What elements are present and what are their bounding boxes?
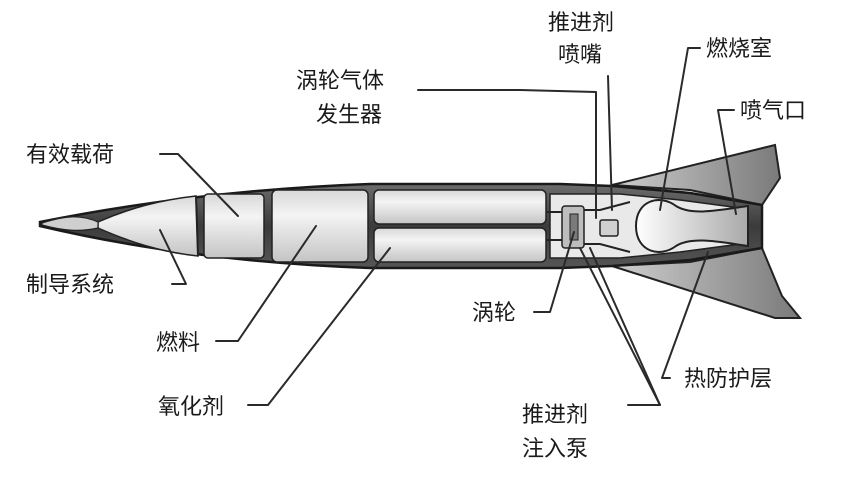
gas-generator-unit (599, 219, 619, 237)
leader-exhaust (717, 109, 737, 215)
leader-guidance (159, 229, 187, 285)
fuel-tank (271, 189, 369, 263)
label-pump-line1: 推进剂 (522, 403, 588, 428)
label-fuel: 燃料 (156, 331, 200, 356)
label-heat-shield: 热防护层 (684, 367, 772, 392)
leader-lines (159, 47, 737, 406)
leader-oxidizer (247, 247, 391, 406)
leader-fuel (215, 225, 317, 342)
label-pump-line2: 注入泵 (522, 437, 588, 462)
leader-propellant-nozzle (607, 75, 613, 211)
upper-fin (611, 143, 782, 207)
label-exhaust: 喷气口 (740, 99, 806, 124)
label-combustion-chamber: 燃烧室 (706, 37, 772, 62)
rocket-fins (611, 143, 803, 319)
lower-fin (611, 246, 803, 319)
payload-section (203, 193, 265, 259)
oxidizer-tank-upper (373, 189, 547, 225)
leader-heat-shield (661, 251, 709, 379)
label-turbine: 涡轮 (472, 301, 516, 326)
oxidizer-tank-lower (373, 227, 547, 263)
label-propellant-nozzle-line1: 推进剂 (548, 11, 614, 36)
leader-pump-2 (589, 247, 661, 406)
label-oxidizer: 氧化剂 (158, 395, 224, 420)
leader-combustion-chamber (659, 47, 701, 211)
diagram-labels: 有效载荷 制导系统 燃料 氧化剂 涡轮气体 发生器 推进剂 喷嘴 燃烧室 喷气口… (26, 11, 806, 462)
label-propellant-nozzle-line2: 喷嘴 (558, 43, 602, 68)
leader-payload (159, 153, 239, 217)
label-guidance: 制导系统 (26, 273, 114, 298)
nose-cone (41, 216, 99, 231)
label-gas-generator-line1: 涡轮气体 (296, 69, 384, 94)
engine-bay (546, 193, 749, 259)
label-payload: 有效载荷 (26, 143, 114, 168)
guidance-section (97, 195, 199, 257)
leader-gas-generator (417, 89, 597, 219)
leader-turbine (533, 231, 575, 313)
label-gas-generator-line2: 发生器 (316, 103, 382, 128)
